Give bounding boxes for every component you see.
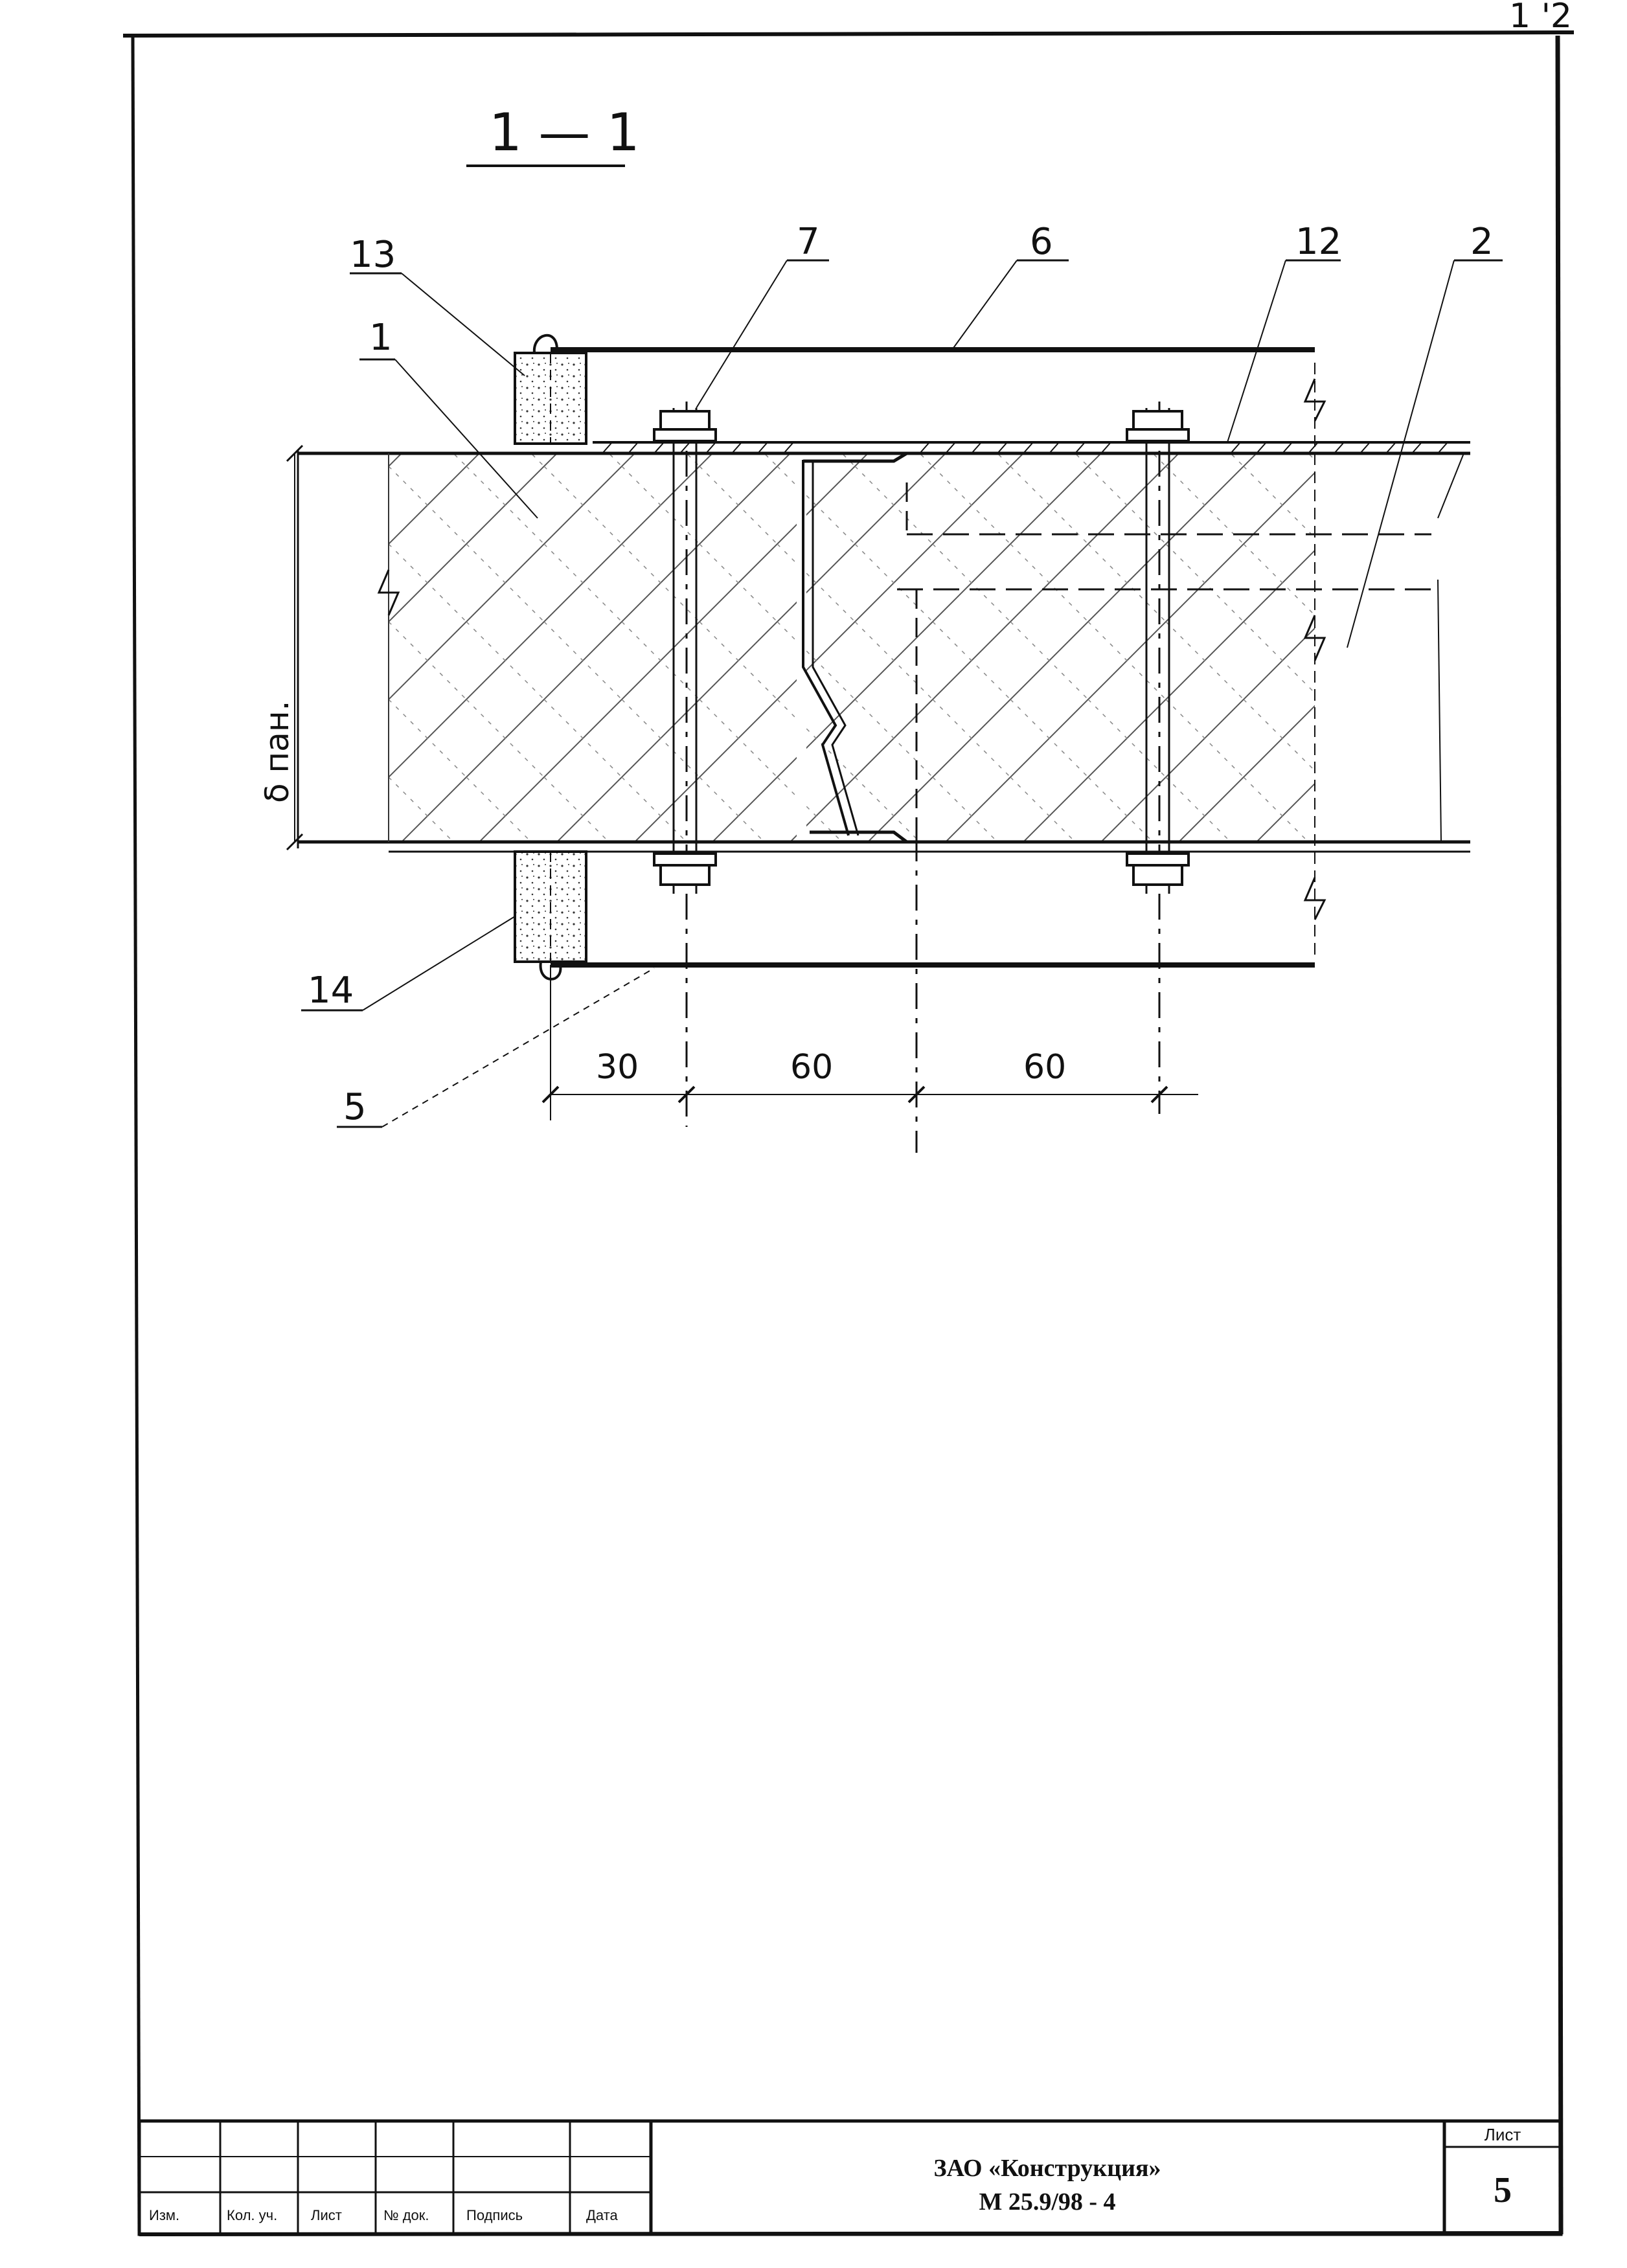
document-code: М 25.9/98 - 4 [979,2188,1115,2216]
sheet-number: 5 [1494,2170,1512,2210]
insulation-core-left [389,453,797,842]
callout-5: 5 [343,1086,367,1128]
insulation-core-right [806,453,1315,842]
sheet-label: Лист [1485,2125,1521,2144]
section-title-text: 1 — 1 [489,102,640,163]
dimension-60-second: 60 [1023,1048,1066,1087]
dimension-30: 30 [596,1048,639,1087]
panel-joint-profile [802,460,850,836]
header-list: Лист [311,2207,342,2223]
panel-section [297,334,1470,1153]
callout-12: 12 [1295,221,1341,263]
panel-thickness-label: δ пан. [258,701,296,803]
bolt-nut-bottom-right [1126,852,1190,886]
callout-14: 14 [308,970,354,1012]
callout-13: 13 [350,234,396,276]
dimension-chain: 30 60 60 [541,965,1198,1120]
corner-page-number: 1 '2 [1509,0,1572,36]
section-title: 1 — 1 [466,102,640,167]
header-podpis: Подпись [466,2207,523,2223]
callout-7: 7 [797,221,820,263]
bolt-nut-bottom-left [653,852,717,886]
callout-2: 2 [1470,221,1494,263]
title-block: Изм. Кол. уч. Лист № док. Подпись Дата З… [137,2119,1563,2236]
header-kol-uch: Кол. уч. [227,2207,277,2223]
header-n-dok: № док. [383,2207,429,2223]
sheet-frame [122,30,1575,2236]
bolt-nut-top-right [1126,410,1190,442]
header-izm: Изм. [149,2207,179,2223]
dimension-60-first: 60 [790,1048,833,1087]
thickness-dimension: δ пан. [258,444,304,851]
callout-6: 6 [1030,221,1053,263]
callouts: 13 1 7 6 12 2 14 5 [301,221,1503,1128]
header-data: Дата [586,2207,618,2223]
callout-1: 1 [369,317,393,359]
company-name: ЗАО «Конструкция» [933,2155,1161,2182]
bolt-nut-top-left [653,410,717,442]
